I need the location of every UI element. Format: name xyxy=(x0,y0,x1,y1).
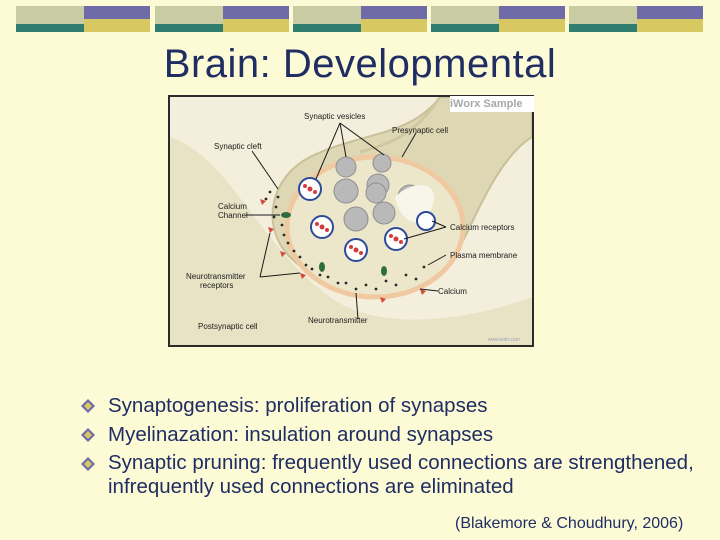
header-band xyxy=(431,6,565,32)
label-calcium: Calcium xyxy=(438,287,467,296)
band-segment xyxy=(155,6,223,19)
label-calcium-channel-2: Channel xyxy=(218,211,248,220)
bullet-text: Synaptogenesis: proliferation of synapse… xyxy=(108,394,488,417)
label-nt-receptors-1: Neurotransmitter xyxy=(186,272,246,281)
synapse-diagram: Synaptic vesicles Presynaptic cell Synap… xyxy=(168,95,534,347)
band-segment xyxy=(499,6,565,19)
band-segment xyxy=(361,19,427,32)
bullet-text: Myelinazation: insulation around synapse… xyxy=(108,423,494,446)
band-segment xyxy=(499,19,565,32)
citation: (Blakemore & Choudhury, 2006) xyxy=(455,515,684,532)
band-segment xyxy=(569,24,637,32)
slide-title: Brain: Developmental xyxy=(163,42,557,86)
header-band xyxy=(293,6,427,32)
label-synaptic-vesicles: Synaptic vesicles xyxy=(304,112,365,121)
band-segment xyxy=(431,24,499,32)
band-segment xyxy=(155,24,223,32)
band-segment xyxy=(155,19,223,26)
watermark: iWorx Sample xyxy=(450,96,534,112)
label-calcium-receptors: Calcium receptors xyxy=(450,223,514,232)
synapse-illustration: Synaptic vesicles Presynaptic cell Synap… xyxy=(170,97,532,345)
band-segment xyxy=(293,24,361,32)
band-segment xyxy=(16,6,84,19)
bullet-item: Synaptogenesis: proliferation of synapse… xyxy=(78,393,698,418)
band-segment xyxy=(16,19,84,26)
band-segment xyxy=(569,6,637,19)
bullet-icon xyxy=(81,457,95,471)
header-band xyxy=(569,6,703,32)
bullet-text: Synaptic pruning: frequently used connec… xyxy=(108,451,694,498)
band-segment xyxy=(361,6,427,19)
bullet-list: Synaptogenesis: proliferation of synapse… xyxy=(78,393,698,503)
band-segment xyxy=(431,6,499,19)
label-presynaptic-cell: Presynaptic cell xyxy=(392,126,448,135)
bullet-item: Synaptic pruning: frequently used connec… xyxy=(78,451,698,499)
label-nt-receptors-2: receptors xyxy=(200,281,233,290)
figure-credit: www.ivdn.com xyxy=(488,337,520,343)
label-calcium-channel-1: Calcium xyxy=(218,202,247,211)
label-postsynaptic-cell: Postsynaptic cell xyxy=(198,322,258,331)
bullet-icon xyxy=(81,428,95,442)
band-segment xyxy=(84,6,150,19)
band-segment xyxy=(16,24,84,32)
band-segment xyxy=(431,19,499,26)
band-segment xyxy=(223,6,289,19)
band-segment xyxy=(637,19,703,32)
band-segment xyxy=(637,6,703,19)
band-segment xyxy=(293,6,361,19)
bullet-icon xyxy=(81,399,95,413)
bullet-item: Myelinazation: insulation around synapse… xyxy=(78,422,698,447)
label-neurotransmitter: Neurotransmitter xyxy=(308,316,368,325)
band-segment xyxy=(293,19,361,26)
band-segment xyxy=(223,19,289,32)
band-segment xyxy=(84,19,150,32)
label-synaptic-cleft: Synaptic cleft xyxy=(214,142,262,151)
header-band xyxy=(16,6,150,32)
label-plasma-membrane: Plasma membrane xyxy=(450,251,518,260)
band-segment xyxy=(569,19,637,26)
header-band xyxy=(155,6,289,32)
